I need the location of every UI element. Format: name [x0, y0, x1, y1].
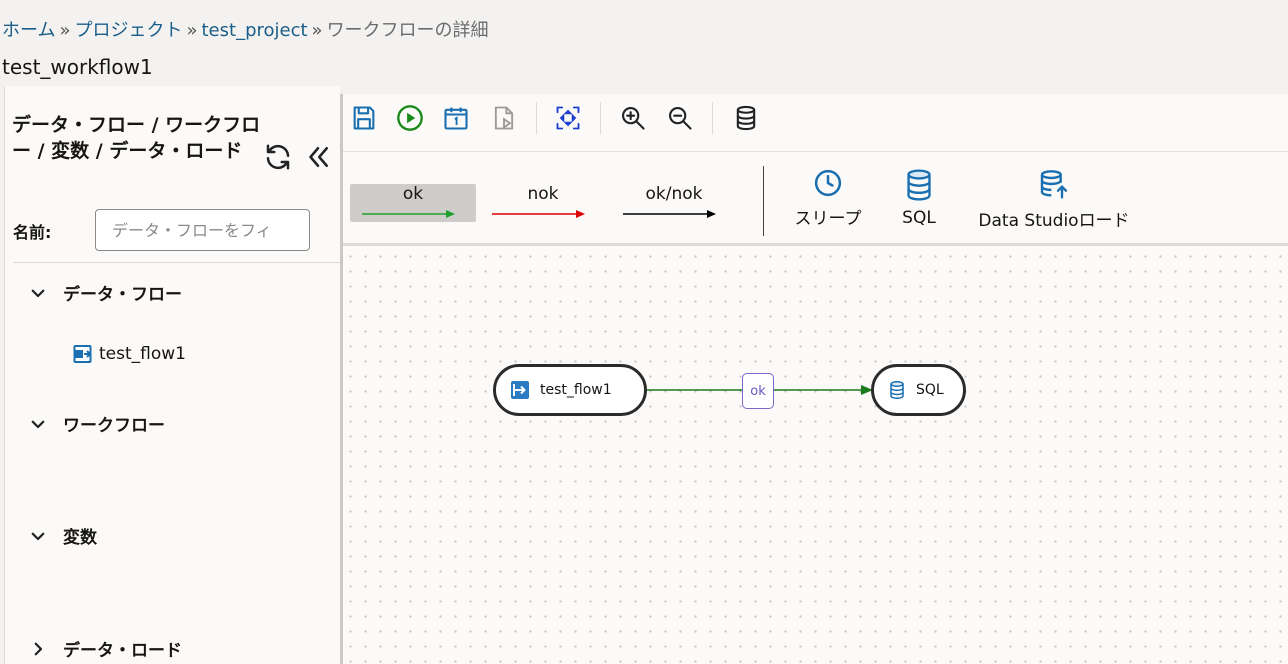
breadcrumb-separator: » — [59, 20, 71, 41]
palette-separator — [763, 166, 764, 236]
database-icon — [890, 381, 904, 400]
save-button[interactable] — [350, 104, 378, 132]
breadcrumb: ホーム»プロジェクト»test_project»ワークフローの詳細 — [2, 16, 489, 42]
palette: ok nok ok/nok スリープ SQL — [343, 152, 1288, 246]
palette-data-studio-load[interactable]: Data Studioロード — [973, 168, 1135, 231]
left-panel: データ・フロー / ワークフロー / 変数 / データ・ロード 名前: データ・… — [4, 86, 341, 664]
section-dataflow[interactable]: データ・フロー — [29, 280, 182, 305]
edge-ok[interactable] — [343, 249, 1288, 664]
toolbar-separator — [600, 102, 601, 134]
toolbar-separator — [536, 102, 537, 134]
save-icon — [353, 106, 375, 130]
palette-node-label: SQL — [902, 208, 936, 228]
node-label: SQL — [916, 382, 944, 398]
section-label: データ・フロー — [63, 285, 182, 305]
panel-title: データ・フロー / ワークフロー / 変数 / データ・ロード — [12, 114, 261, 162]
edge-type-ok-nok[interactable]: ok/nok — [611, 184, 737, 222]
collapse-panel-button[interactable] — [303, 142, 333, 172]
edge-label-ok[interactable]: ok — [742, 373, 774, 409]
palette-sql[interactable]: SQL — [897, 168, 941, 228]
breadcrumb-home-link[interactable]: ホーム — [2, 20, 56, 41]
arrow-right-icon — [623, 210, 716, 218]
breadcrumb-separator: » — [311, 20, 323, 41]
breadcrumb-separator: » — [186, 20, 198, 41]
arrow-right-icon — [492, 210, 585, 218]
edge-type-ok[interactable]: ok — [350, 184, 476, 222]
refresh-icon — [266, 144, 290, 170]
zoom-out-button[interactable] — [666, 104, 694, 132]
section-label: 変数 — [63, 528, 97, 548]
fit-to-screen-button[interactable] — [554, 104, 582, 132]
tree-item-test-flow1[interactable]: test_flow1 — [73, 344, 186, 364]
section-workflow[interactable]: ワークフロー — [29, 411, 165, 436]
play-icon — [397, 105, 423, 131]
calendar-icon — [444, 107, 468, 130]
page-title: test_workflow1 — [2, 55, 153, 79]
edge-type-label: ok/nok — [645, 184, 703, 204]
refresh-button[interactable] — [263, 142, 293, 172]
breadcrumb-projects-link[interactable]: プロジェクト — [74, 20, 183, 41]
edge-type-label: ok — [402, 184, 424, 204]
run-button[interactable] — [396, 104, 424, 132]
edge-type-nok[interactable]: nok — [480, 184, 606, 222]
breadcrumb-current: ワークフローの詳細 — [326, 20, 489, 41]
node-label: test_flow1 — [540, 382, 612, 398]
workflow-editor: ok nok ok/nok スリープ SQL — [343, 94, 1288, 664]
chevron-down-icon — [31, 289, 45, 297]
run-job-button[interactable] — [490, 104, 518, 132]
zoom-out-icon — [669, 107, 692, 130]
dataflow-icon — [73, 345, 92, 363]
schedule-button[interactable] — [442, 104, 470, 132]
breadcrumb-project-link[interactable]: test_project — [201, 20, 308, 41]
clock-icon — [814, 169, 842, 197]
section-data-load[interactable]: データ・ロード — [29, 636, 182, 661]
fit-screen-icon — [556, 106, 580, 130]
section-label: データ・ロード — [63, 641, 182, 661]
zoom-in-icon — [622, 107, 645, 130]
toolbar-separator — [712, 102, 713, 134]
section-label: ワークフロー — [63, 416, 165, 436]
chevron-down-icon — [31, 532, 45, 540]
database-icon — [907, 169, 931, 201]
database-upload-icon — [1040, 170, 1068, 199]
canvas-node-sql[interactable]: SQL — [871, 364, 966, 416]
palette-node-label: スリープ — [794, 209, 862, 229]
palette-node-label: Data Studioロード — [978, 211, 1130, 231]
name-filter-label: 名前: — [13, 223, 52, 242]
database-icon — [736, 105, 756, 131]
tree-item-label: test_flow1 — [99, 344, 186, 364]
edge-type-label: nok — [527, 184, 559, 204]
chevron-right-icon — [34, 642, 43, 655]
panel-divider — [13, 262, 341, 263]
zoom-in-button[interactable] — [619, 104, 647, 132]
palette-sleep[interactable]: スリープ — [791, 168, 865, 229]
workflow-canvas[interactable]: test_flow1 ok SQL — [343, 249, 1288, 664]
arrow-right-icon — [362, 210, 455, 218]
panel-splitter[interactable] — [340, 94, 343, 664]
double-chevron-left-icon — [309, 147, 328, 167]
chevron-down-icon — [31, 420, 45, 428]
canvas-node-test-flow1[interactable]: test_flow1 — [493, 364, 647, 416]
dataflow-icon — [511, 381, 529, 399]
dataflow-filter-input[interactable] — [95, 209, 310, 251]
toolbar — [343, 94, 1288, 152]
section-variables[interactable]: 変数 — [29, 523, 97, 548]
document-play-icon — [494, 106, 514, 130]
database-button[interactable] — [732, 104, 760, 132]
